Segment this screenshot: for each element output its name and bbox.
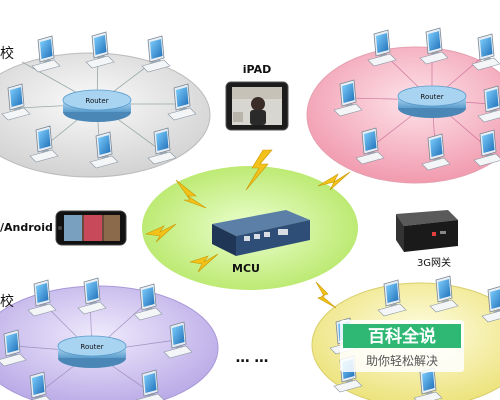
router-label: Router [80,343,103,351]
wireless-link-icon [144,149,351,309]
gateway-device-icon [396,210,458,252]
router-icon: Router [62,89,132,122]
router-label: Router [420,93,443,101]
ipad-device [225,81,289,131]
mcu-label: MCU [232,262,260,275]
gateway-label: 3G网关 [417,256,451,269]
router-icon: Router [397,85,467,118]
school-label-bottom: 校 [0,293,14,310]
cluster-bottom-left: Router [0,277,219,400]
watermark-badge: 百科全说 助你轻松解决 [340,320,464,372]
more-sites-ellipsis: … … [236,350,269,366]
watermark-title: 百科全说 [368,326,436,347]
phone-device [55,210,127,246]
mcu-device-icon [212,210,310,256]
router-icon: Router [57,335,127,368]
ipad-label: iPAD [243,63,271,76]
cluster-top-left: Router [0,31,211,178]
watermark-subtitle: 助你轻松解决 [366,354,438,368]
router-label: Router [85,97,108,105]
cluster-top-right: Router [306,27,500,184]
android-label: /Android [0,221,53,234]
school-label-top: 校 [0,45,14,62]
